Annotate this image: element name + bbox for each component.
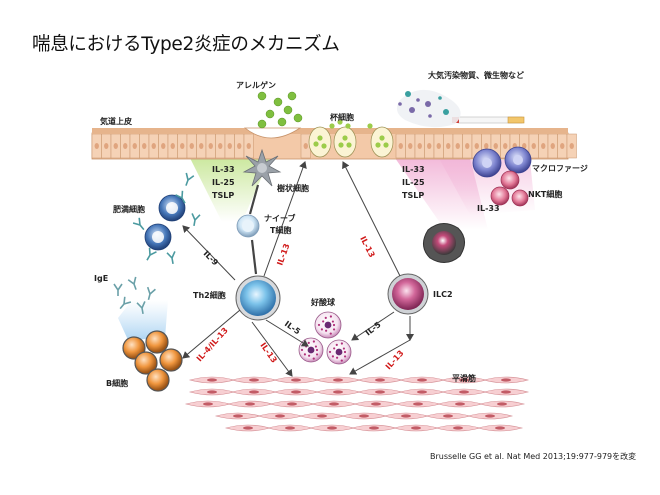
cyto-right-il33: IL-33 (402, 165, 425, 174)
eosinophils (298, 311, 352, 365)
cyto-il13-th2-up: IL-13 (275, 242, 291, 266)
cyto-left-tslp: TSLP (212, 191, 234, 200)
label-nkt: NKT細胞 (528, 189, 562, 199)
label-naive-1: ナイーブ (264, 213, 296, 223)
label-epithelium: 気道上皮 (100, 116, 132, 126)
th2-cell (235, 275, 281, 321)
naive-t-cell (236, 214, 260, 238)
blue-glow-bcell (118, 300, 168, 340)
cyto-left-il25: IL-25 (212, 178, 235, 187)
label-mast: 肥満細胞 (113, 204, 145, 214)
citation: Brusselle GG et al. Nat Med 2013;19:977-… (430, 452, 637, 461)
label-pollutants: 大気汚染物質、微生物など (428, 70, 524, 80)
goblet-cells (308, 119, 394, 158)
smooth-muscle (184, 376, 530, 432)
naive-to-th2-line (250, 239, 258, 275)
epithelial-damage (243, 127, 302, 139)
allergen-particles (257, 91, 303, 129)
cyto-il13-ilc2-up: IL-13 (358, 235, 376, 259)
label-th2: Th2細胞 (193, 290, 226, 300)
label-ilc2: ILC2 (433, 290, 453, 299)
label-naive-2: T細胞 (270, 225, 291, 235)
cyto-left-il33: IL-33 (212, 165, 235, 174)
cyto-il13-ilc2-down: IL-13 (384, 349, 406, 372)
signal-arrows (182, 161, 414, 377)
cyto-il5-ilc2: IL-5 (364, 320, 383, 338)
label-eosinophil: 好酸球 (310, 297, 336, 307)
cyto-il4-il13: IL-4/IL-13 (195, 326, 230, 364)
pollution-source (396, 89, 525, 128)
b-cell-cluster (122, 330, 183, 392)
mast-cell-bottom (144, 223, 172, 251)
page-title: 喘息におけるType2炎症のメカニズム (32, 34, 340, 55)
label-allergen: アレルゲン (236, 80, 276, 90)
label-ige: IgE (94, 274, 108, 283)
label-smooth: 平滑筋 (452, 373, 476, 383)
ilc2-cell (387, 273, 429, 315)
macrophage-cluster (472, 146, 532, 178)
label-goblet: 杯細胞 (330, 112, 354, 122)
label-macrophage: マクロファージ (532, 163, 588, 173)
label-bcell: B細胞 (106, 378, 128, 388)
dendritic-cell (242, 148, 282, 187)
cyto-right-il25: IL-25 (402, 178, 425, 187)
cyto-right-tslp: TSLP (402, 191, 424, 200)
cyto-il9: IL-9 (202, 249, 221, 268)
ige-antibodies (113, 172, 201, 315)
label-dendritic: 樹状細胞 (277, 183, 309, 193)
green-glow-left (190, 158, 270, 222)
cyto-il5-th2: IL-5 (283, 319, 302, 336)
cyto-il13-th2-down: IL-13 (258, 341, 278, 365)
nkt-cells (490, 170, 529, 207)
dc-to-naive-line (248, 184, 260, 215)
ilc-precursor-cell (423, 223, 465, 263)
mast-cell-top (158, 194, 186, 222)
cyto-nkt-il33: IL-33 (477, 204, 500, 213)
